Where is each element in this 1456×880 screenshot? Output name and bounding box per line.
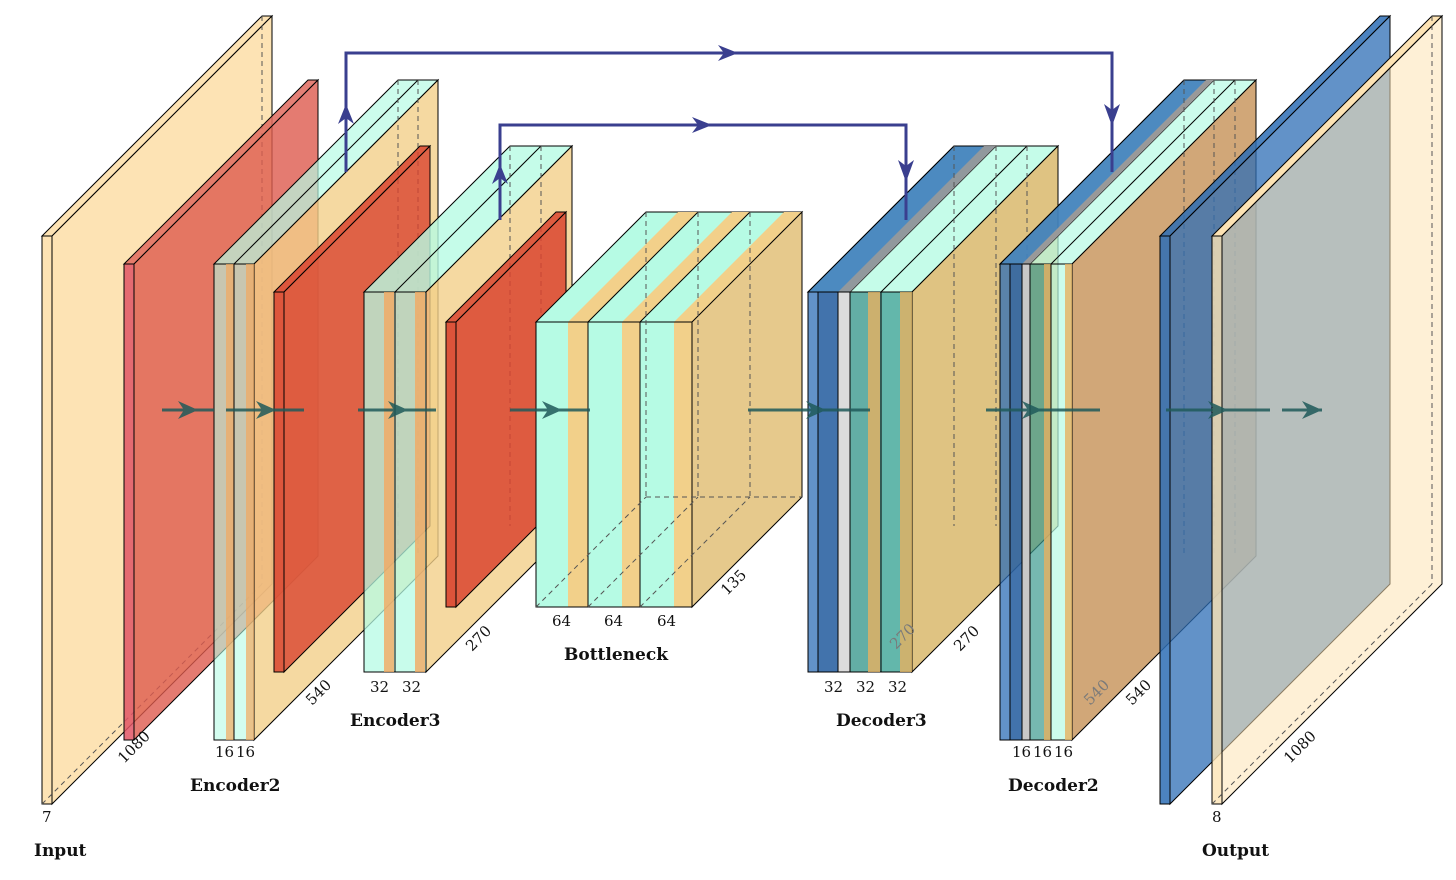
skip-connections bbox=[338, 45, 1120, 220]
decoder3-label: Decoder3 bbox=[836, 711, 927, 731]
enc2-channels-label: 16 bbox=[215, 743, 234, 761]
stage-labels: Input Encoder2 Encoder3 Bottleneck Decod… bbox=[34, 645, 1269, 861]
skip-arrowhead bbox=[898, 160, 914, 182]
flow-arrowhead bbox=[178, 401, 198, 419]
encoder2-label: Encoder2 bbox=[190, 776, 281, 796]
encoder3-label: Encoder3 bbox=[350, 711, 441, 731]
bottleneck-channels-label: 64 bbox=[657, 612, 676, 630]
flow-arrowhead bbox=[388, 401, 408, 419]
enc2-channels-label: 16 bbox=[236, 743, 255, 761]
decoder2-label: Decoder2 bbox=[1008, 776, 1099, 796]
bottleneck-label: Bottleneck bbox=[564, 645, 669, 665]
enc3-channels-label: 32 bbox=[402, 678, 421, 696]
skip-arrowhead bbox=[338, 104, 354, 124]
dec2-channels-label: 16 bbox=[1033, 743, 1052, 761]
bottleneck-block bbox=[534, 210, 804, 609]
dec3-channels-label: 32 bbox=[888, 678, 907, 696]
flow-arrowhead bbox=[1208, 401, 1228, 419]
skip-arrowhead bbox=[1104, 104, 1120, 126]
dec2-channels-label: 16 bbox=[1054, 743, 1073, 761]
dec3-channels-label: 32 bbox=[856, 678, 875, 696]
flow-arrowhead bbox=[806, 401, 826, 419]
enc3-channels-label: 32 bbox=[370, 678, 389, 696]
dec3-channels-label: 32 bbox=[824, 678, 843, 696]
dec2-channels-label: 16 bbox=[1012, 743, 1031, 761]
output-label: Output bbox=[1202, 841, 1269, 861]
output-layer bbox=[1210, 14, 1444, 806]
flow-arrows bbox=[162, 401, 1322, 419]
skip-arrowhead bbox=[492, 164, 508, 184]
flow-arrowhead bbox=[542, 401, 562, 419]
skip-arrowhead bbox=[718, 45, 738, 61]
flow-arrowhead bbox=[1022, 401, 1042, 419]
flow-arrowhead bbox=[1302, 401, 1322, 419]
input-channels-label: 7 bbox=[42, 808, 52, 826]
input-label: Input bbox=[34, 841, 87, 861]
bottleneck-channels-label: 64 bbox=[552, 612, 571, 630]
flow-arrowhead bbox=[256, 401, 276, 419]
output-channels-label: 8 bbox=[1212, 808, 1222, 826]
dimension-labels: 7 1080 16 16 540 32 32 270 64 64 64 135 … bbox=[42, 566, 1320, 826]
skip-arrowhead bbox=[692, 117, 712, 133]
bottleneck-channels-label: 64 bbox=[604, 612, 623, 630]
